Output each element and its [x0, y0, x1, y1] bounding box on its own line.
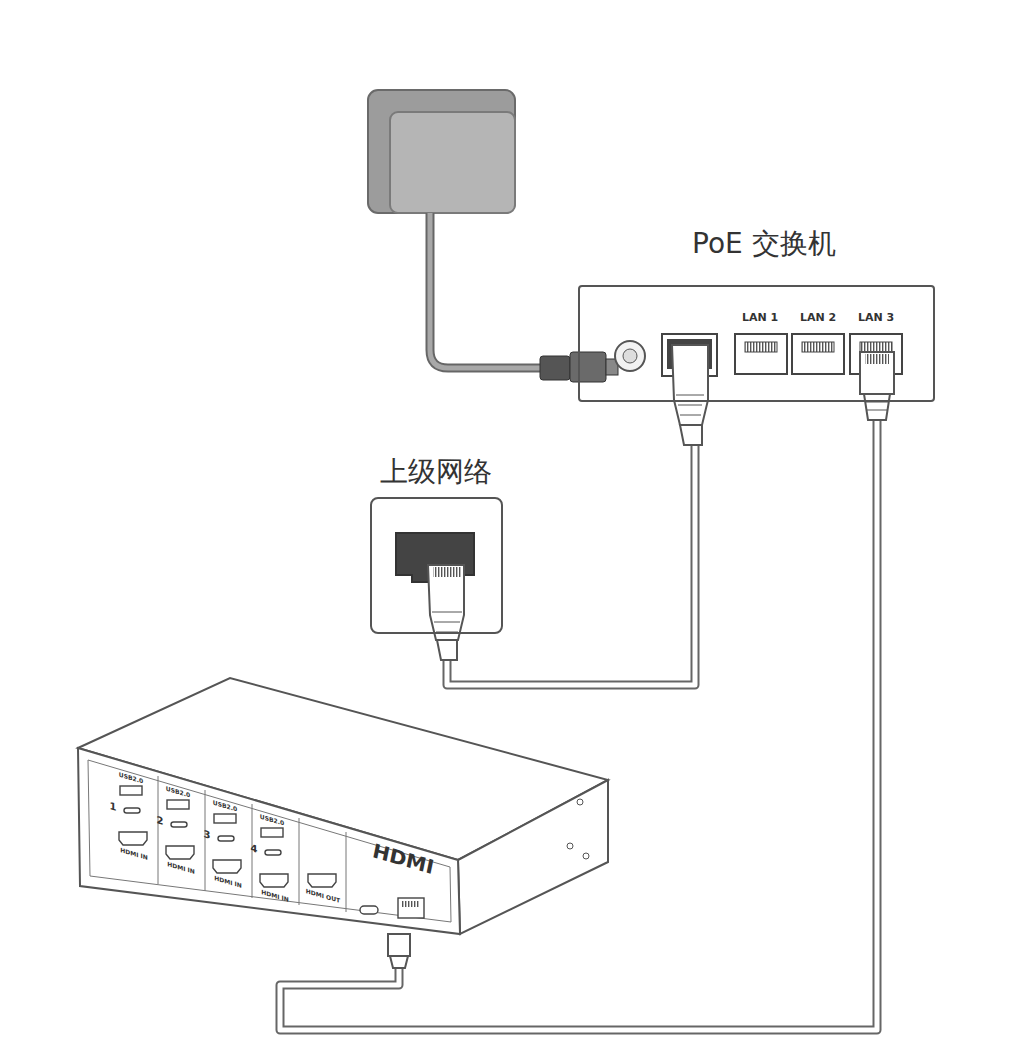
port-label: LAN 1 [742, 311, 778, 324]
poe-switch: PoE 交换机 [578, 285, 935, 402]
power-adapter [368, 90, 618, 382]
callout-number: 4 [251, 842, 258, 855]
device-title: PoE 交换机 [692, 225, 836, 263]
rj45-plug [388, 934, 410, 968]
callout-number: 3 [204, 828, 211, 841]
rj45-plug [672, 345, 708, 445]
cable-stroke [447, 402, 695, 685]
port-label: LAN 2 [800, 311, 836, 324]
cable-stroke [447, 402, 695, 685]
rj45-plug [860, 352, 894, 420]
callout-number: 1 [110, 800, 117, 813]
wall-jack [396, 533, 474, 660]
hdmi-device: HDMI [75, 675, 611, 937]
logo-text: HDMI [373, 838, 434, 879]
port-label: LAN 3 [858, 311, 894, 324]
wall-jack-plate: 上级网络 [370, 497, 503, 634]
switch-ports [615, 334, 902, 376]
device-title: 上级网络 [380, 453, 492, 491]
callout-number: 2 [157, 814, 164, 827]
network-cable [447, 402, 695, 685]
